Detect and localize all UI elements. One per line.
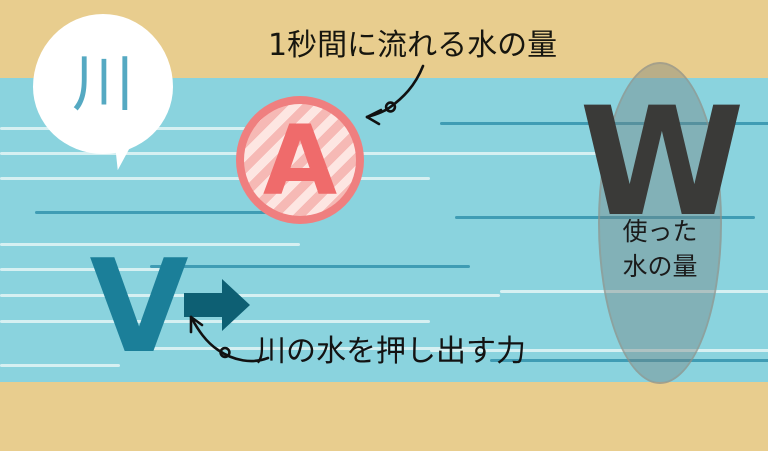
riverbank-bottom-band xyxy=(0,382,768,451)
water-flow-line xyxy=(440,122,768,125)
water-flow-line xyxy=(0,364,120,367)
water-flow-line xyxy=(35,211,275,214)
water-flow-line xyxy=(430,349,768,352)
water-flow-line xyxy=(150,265,470,268)
pointer-arrow-top-icon xyxy=(365,64,425,126)
water-flow-line xyxy=(150,347,480,350)
used-water-caption-line1: 使った xyxy=(622,217,698,246)
water-flow-line xyxy=(0,268,160,271)
pointer-arrow-bottom-icon xyxy=(189,315,270,363)
water-flow-line xyxy=(0,243,300,246)
used-water-oval xyxy=(598,62,722,384)
water-flow-line xyxy=(0,320,430,323)
flow-rate-caption: 1秒間に流れる水の量 xyxy=(268,28,558,63)
ampere-badge-stripes xyxy=(244,104,356,216)
water-flow-line xyxy=(0,177,430,180)
water-flow-line xyxy=(455,152,615,155)
speech-bubble-label: 川 xyxy=(71,47,134,120)
watt-letter: W xyxy=(579,76,744,250)
speech-bubble: 川 xyxy=(33,14,173,154)
ampere-letter: A xyxy=(262,105,338,217)
water-flow-line xyxy=(0,127,330,130)
force-caption: 川の水を押し出す力 xyxy=(256,334,526,369)
water-flow-line xyxy=(0,152,470,155)
water-flow-line xyxy=(0,294,500,297)
used-water-caption-line2: 水の量 xyxy=(622,251,698,281)
volt-letter: V xyxy=(89,233,189,382)
ampere-badge: A xyxy=(236,96,364,224)
force-arrow-icon xyxy=(184,279,250,331)
used-water-caption: 使った 水の量 xyxy=(580,215,740,284)
